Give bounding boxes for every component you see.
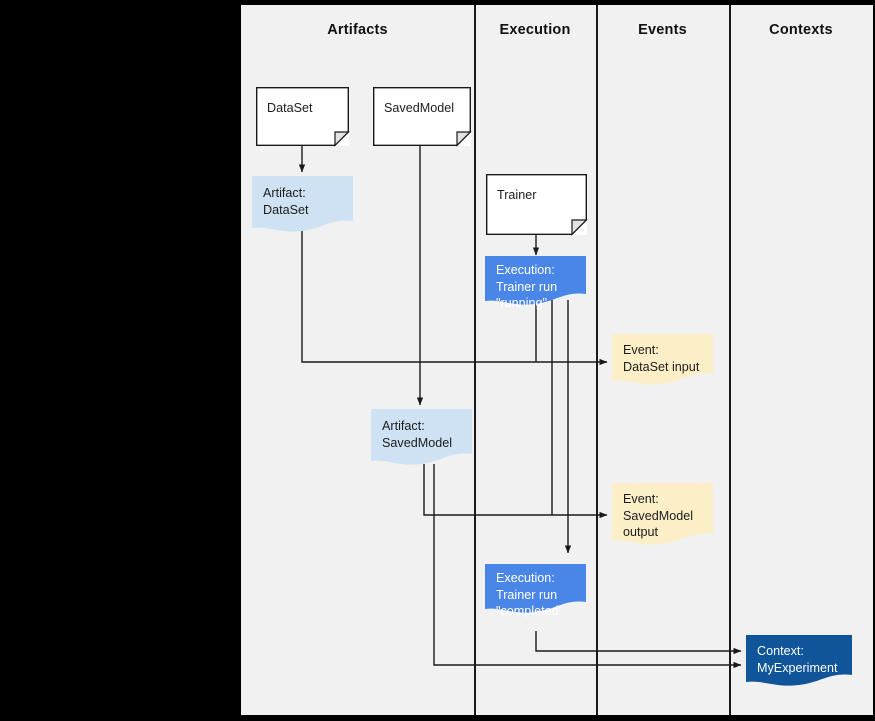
lane-title-events: Events: [638, 22, 687, 38]
lane-title-execution: Execution: [499, 22, 571, 38]
node-savedmodel-document[interactable]: SavedModel: [373, 87, 472, 147]
lane-divider-artifacts-execution: [474, 5, 476, 715]
node-event-dataset-input[interactable]: Event: DataSet input: [612, 334, 713, 386]
node-dataset-label: DataSet: [267, 101, 313, 115]
node-artifact-dataset-label: Artifact: DataSet: [263, 186, 309, 217]
note-shape: [612, 334, 713, 385]
document-shape: [486, 174, 588, 236]
node-artifact-savedmodel[interactable]: Artifact: SavedModel: [371, 409, 472, 466]
node-trainer-label: Trainer: [497, 188, 537, 202]
node-execution-completed-label: Execution: Trainer run "completed": [496, 571, 564, 618]
document-shape: [256, 87, 350, 147]
node-savedmodel-label: SavedModel: [384, 101, 455, 115]
node-event-savedmodel-output[interactable]: Event: SavedModel output: [612, 483, 713, 546]
note-shape: [612, 483, 713, 545]
document-shape: [373, 87, 472, 147]
edge-artifact-savedmodel-to-event-output: [423, 464, 608, 519]
node-artifact-savedmodel-label: Artifact: SavedModel: [382, 419, 453, 450]
lane-title-contexts: Contexts: [769, 22, 833, 38]
note-shape: [371, 409, 472, 465]
node-dataset-document[interactable]: DataSet: [256, 87, 350, 147]
note-shape: [252, 176, 353, 232]
edge-execution-completed-to-context: [535, 631, 742, 655]
note-shape: [485, 256, 586, 305]
node-execution-completed[interactable]: Execution: Trainer run "completed": [485, 564, 586, 618]
swimlane-board: Artifacts Execution Events Contexts: [241, 5, 873, 715]
lane-divider-events-contexts: [729, 5, 731, 715]
note-shape: [485, 564, 586, 613]
note-shape: [746, 635, 852, 686]
lane-title-artifacts: Artifacts: [327, 22, 388, 38]
node-context-myexperiment[interactable]: Context: MyExperiment: [746, 635, 852, 687]
lane-divider-execution-events: [596, 5, 598, 715]
node-execution-running[interactable]: Execution: Trainer run "running": [485, 256, 586, 310]
node-execution-running-label: Execution: Trainer run "running": [496, 263, 558, 310]
node-context-myexperiment-label: Context: MyExperiment: [757, 644, 838, 675]
node-event-dataset-input-label: Event: DataSet input: [623, 343, 700, 374]
node-event-savedmodel-output-label: Event: SavedModel output: [623, 492, 694, 539]
node-trainer-document[interactable]: Trainer: [486, 174, 588, 236]
node-artifact-dataset[interactable]: Artifact: DataSet: [252, 176, 353, 233]
